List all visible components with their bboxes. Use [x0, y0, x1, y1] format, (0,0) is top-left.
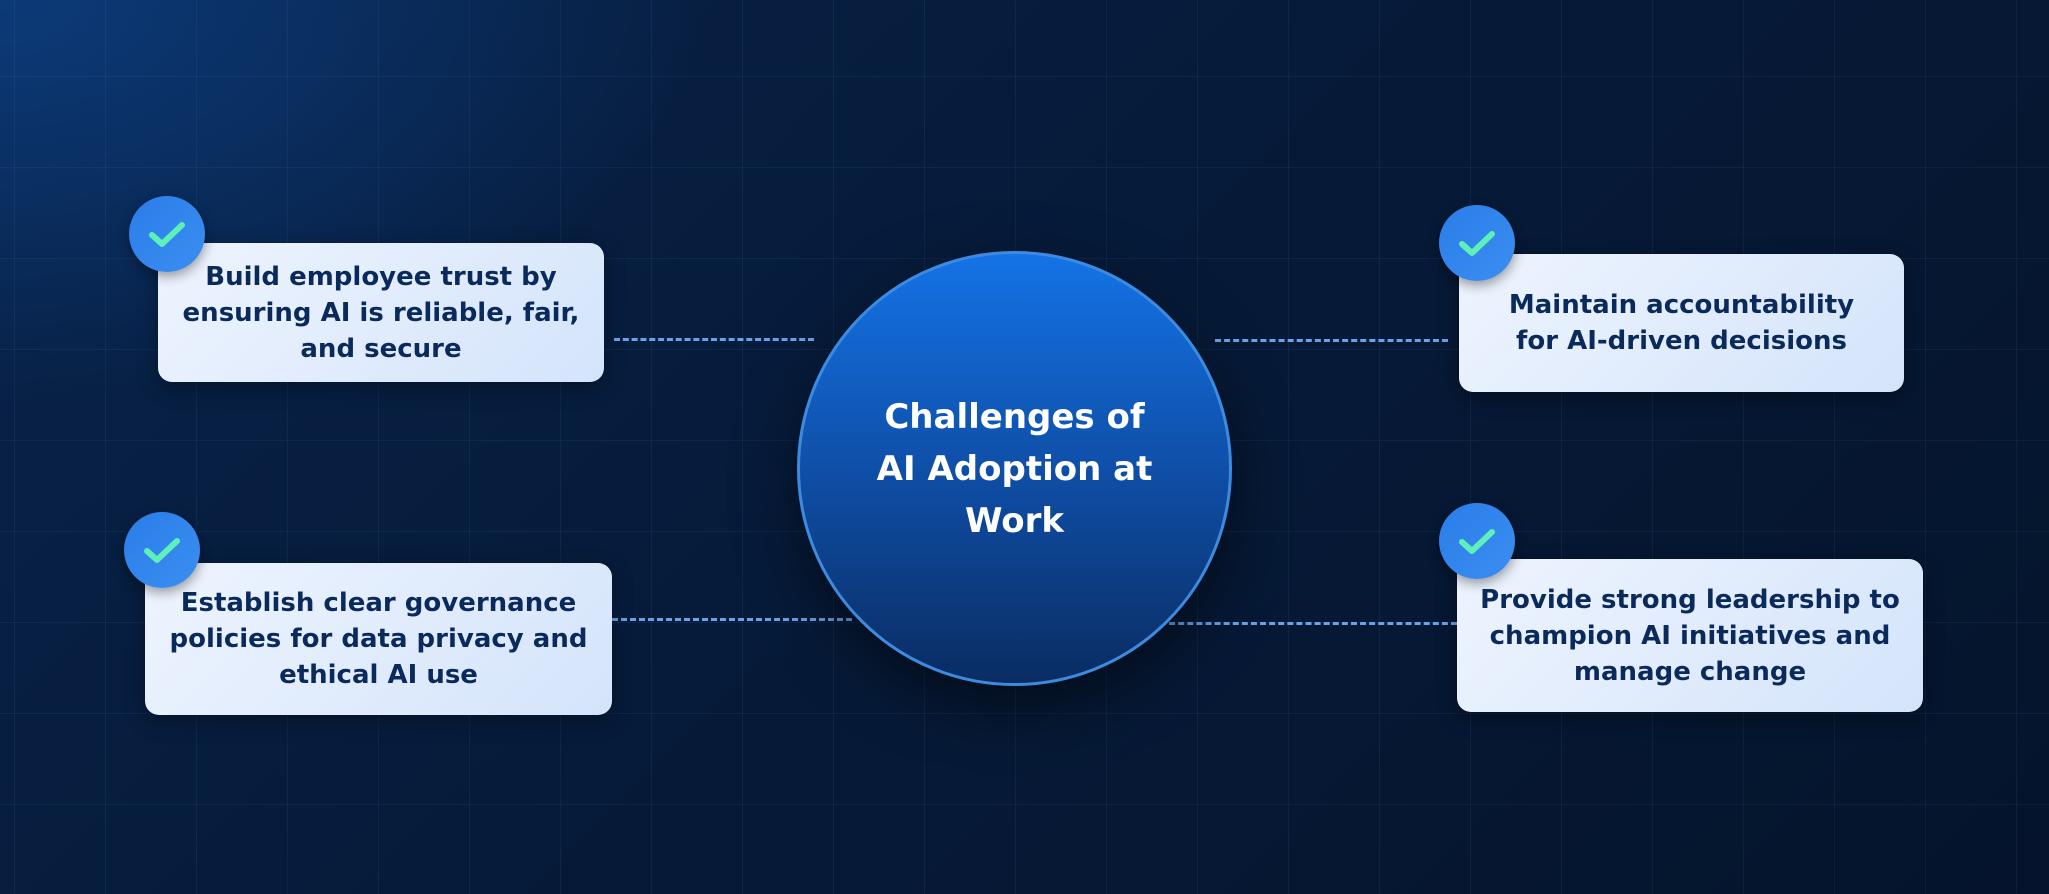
check-icon [129, 196, 205, 272]
item-card: Maintain accountability for AI-driven de… [1459, 254, 1904, 392]
item-text: Build employee trust by ensuring AI is r… [182, 261, 580, 364]
item-text: Maintain accountability for AI-driven de… [1508, 290, 1855, 356]
check-icon [1439, 503, 1515, 579]
item-text: Provide strong leadership to champion AI… [1480, 584, 1900, 687]
item-text: Establish clear governance policies for … [169, 588, 588, 690]
check-icon [1439, 205, 1515, 281]
item-card: Establish clear governance policies for … [145, 563, 612, 715]
connector-line [1160, 622, 1457, 625]
connector-line [612, 618, 852, 621]
connector-line [614, 338, 814, 341]
check-icon [124, 512, 200, 588]
item-card: Provide strong leadership to champion AI… [1457, 559, 1923, 712]
item-card: Build employee trust by ensuring AI is r… [158, 243, 604, 382]
connector-line [1215, 339, 1448, 342]
central-topic-circle: Challenges of AI Adoption at Work [797, 251, 1232, 686]
central-topic-title: Challenges of AI Adoption at Work [876, 396, 1153, 541]
